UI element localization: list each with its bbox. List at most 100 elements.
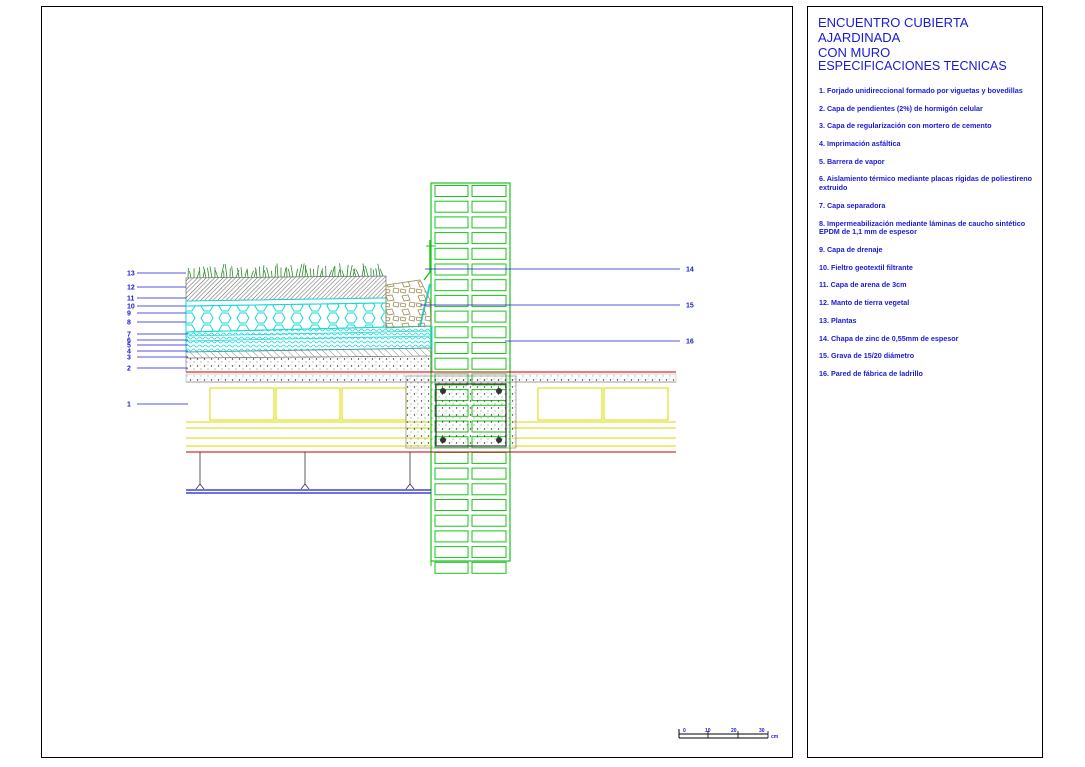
spec-item: 10. Fieltro geotextil filtrante (819, 262, 913, 272)
grass-blade (231, 266, 234, 278)
scale-tick-20: 20 (731, 728, 737, 734)
spec-item: 8. Impermeabilización mediante láminas d… (819, 218, 1026, 237)
title-line-1: ENCUENTRO CUBIERTA AJARDINADA (818, 15, 968, 45)
grass-blade (355, 269, 360, 277)
grass-blade (288, 268, 291, 278)
brick (471, 467, 507, 480)
grass-blade (331, 266, 335, 277)
callout-label-5: 5 (127, 343, 131, 350)
brick (471, 530, 507, 543)
grass-blade (312, 268, 315, 277)
callout-label-2: 2 (127, 366, 131, 373)
callout-label-6: 6 (127, 338, 131, 345)
grass-blade (266, 267, 270, 278)
suspended-ceiling (186, 452, 431, 494)
grass-blade (328, 269, 333, 277)
brick (471, 514, 507, 527)
brick (434, 216, 469, 229)
spec-item: 12. Manto de tierra vegetal (819, 298, 910, 308)
grass-blade (316, 265, 319, 277)
grass-blade (259, 266, 261, 278)
grass-blade (207, 267, 210, 278)
spec-item: 14. Chapa de zinc de 0,55mm de espesor (819, 333, 959, 343)
grass-blade (237, 267, 240, 278)
grass-blade (255, 267, 258, 278)
brick (434, 561, 469, 574)
spec-item: 2. Capa de pendientes (2%) de hormigón c… (819, 103, 983, 113)
title-line-2: CON MURO (818, 45, 891, 60)
grass-blade (352, 268, 356, 277)
callout-label-11: 11 (127, 296, 135, 303)
callout-label-1: 1 (127, 402, 131, 409)
brick (434, 357, 469, 370)
callout-label-14: 14 (686, 267, 694, 274)
grass-blade (349, 265, 353, 277)
brick (434, 451, 469, 464)
brick (471, 451, 507, 464)
scale-unit: cm (771, 734, 779, 740)
scale-tick-30: 30 (759, 728, 765, 734)
spec-item: 9. Capa de drenaje (819, 245, 883, 255)
brick (471, 561, 507, 574)
grass-blade (364, 266, 369, 277)
grass-blade (301, 263, 305, 277)
brick (434, 499, 469, 511)
plants-layer (187, 263, 384, 279)
spec-item: 5. Barrera de vapor (819, 156, 885, 166)
brick (434, 514, 469, 527)
callout-label-16: 16 (686, 339, 694, 346)
brick (471, 263, 507, 276)
grass-blade (346, 264, 349, 277)
brick (471, 232, 507, 245)
grass-blade (214, 270, 219, 278)
grass-blade (304, 266, 309, 277)
brick (471, 326, 507, 339)
grass-blade (319, 268, 324, 277)
spec-item: 3. Capa de regularización con mortero de… (819, 121, 992, 131)
callout-label-10: 10 (127, 304, 135, 311)
brick (434, 342, 469, 354)
grass-blade (341, 270, 345, 277)
grass-blade (295, 268, 298, 277)
spec-item: 15. Grava de 15/20 diámetro (819, 351, 915, 361)
brick (471, 279, 507, 292)
callout-label-15: 15 (686, 303, 694, 310)
grass-blade (209, 266, 213, 278)
grass-blade (339, 263, 342, 277)
grass-blade (276, 263, 279, 278)
callout-label-3: 3 (127, 355, 131, 362)
brick (471, 342, 507, 354)
grass-blade (274, 265, 277, 278)
brick (471, 546, 507, 559)
grass-blade (246, 268, 249, 278)
brick (471, 200, 507, 213)
grass-blade (298, 263, 303, 277)
brick (434, 200, 469, 213)
brick (434, 483, 469, 496)
grass-blade (224, 263, 228, 278)
brick (471, 294, 507, 307)
spec-item: 1. Forjado unidireccional formado por vi… (819, 86, 1023, 95)
brick (434, 326, 469, 339)
brick (471, 185, 507, 197)
drawing-title: ENCUENTRO CUBIERTA AJARDINADA CON MURO (818, 15, 1040, 60)
grass-blade (262, 265, 265, 278)
grass-blade (377, 263, 381, 277)
spec-item: 6. Aislamiento térmico mediante placas r… (819, 174, 1033, 193)
scale-tick-0: 0 (683, 728, 686, 734)
roof-layers (185, 240, 436, 373)
slab (185, 371, 677, 453)
brick (434, 279, 469, 292)
grass-blade (375, 268, 378, 277)
grass-blade (321, 270, 324, 277)
callout-label-4: 4 (127, 349, 131, 356)
grass-blade (352, 268, 357, 277)
spec-item: 7. Capa separadora (819, 200, 886, 210)
brick (471, 216, 507, 229)
grass-blade (250, 270, 254, 278)
brick (471, 247, 507, 260)
grass-blade (271, 270, 273, 278)
grass-blade (283, 267, 287, 278)
